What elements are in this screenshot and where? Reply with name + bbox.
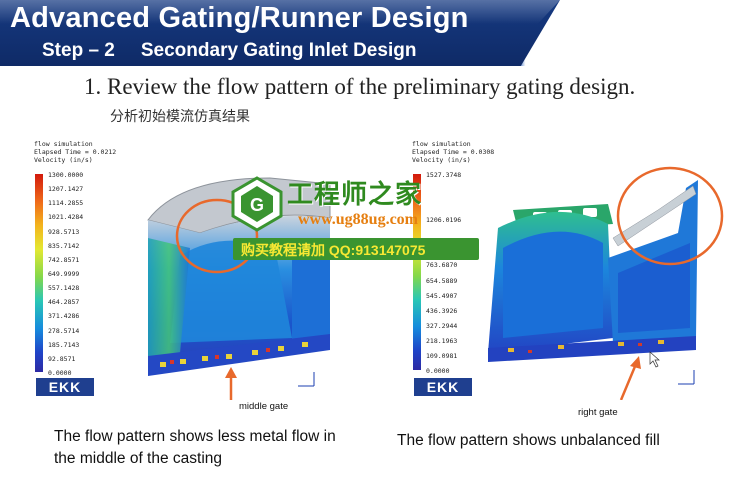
left-gate-label: middle gate	[239, 401, 289, 412]
colorbar-tick-label: 436.3926	[426, 306, 458, 315]
left-units: Velocity (in/s)	[34, 156, 93, 164]
left-casting-render	[147, 177, 331, 400]
colorbar-tick-label: 763.6870	[426, 261, 458, 270]
left-colorbar	[35, 174, 43, 372]
watermark-logo-icon: G	[231, 176, 283, 232]
bullet-point: 1. Review the flow pattern of the prelim…	[84, 74, 636, 99]
right-units: Velocity (in/s)	[412, 156, 471, 164]
colorbar-tick-label: 1527.3748	[426, 171, 462, 179]
watermark-title: 工程师之家	[287, 179, 423, 209]
right-elapsed-time: Elapsed Time = 0.0308	[412, 148, 495, 156]
subtitle-text: Secondary Gating Inlet Design	[140, 40, 417, 61]
colorbar-tick-label: 742.8571	[48, 255, 80, 264]
watermark-banner: 购买教程请加 QQ:913147075	[233, 238, 479, 260]
right-legend-header: flow simulation Elapsed Time = 0.0308 Ve…	[412, 140, 494, 164]
colorbar-tick-label: 1021.4284	[48, 213, 84, 222]
colorbar-tick-label: 1114.2855	[48, 199, 84, 208]
svg-text:G: G	[250, 195, 264, 215]
colorbar-tick-label: 185.7143	[48, 340, 80, 349]
colorbar-tick-label: 218.1963	[426, 336, 458, 345]
banner-shape	[0, 0, 560, 66]
right-simulation-panel: flow simulation Elapsed Time = 0.0308 Ve…	[408, 138, 728, 400]
left-ekk-logo: EKK	[36, 378, 94, 396]
colorbar-tick-label: 109.0981	[426, 351, 458, 360]
colorbar-tick-label: 835.7142	[48, 241, 80, 250]
colorbar-tick-label: 464.2857	[48, 298, 80, 307]
right-colorbar	[413, 174, 421, 370]
colorbar-tick-label: 545.4907	[426, 291, 458, 300]
colorbar-tick-label: 1207.1427	[48, 185, 84, 194]
left-sim-label: flow simulation	[34, 140, 93, 148]
colorbar-tick-label: 928.5713	[48, 227, 80, 236]
left-simulation-panel: flow simulation Elapsed Time = 0.0212 Ve…	[30, 138, 360, 400]
colorbar-tick-label: 649.9999	[48, 270, 80, 278]
slide-subtitle: Step – 2 Secondary Gating Inlet Design	[42, 40, 416, 62]
colorbar-tick-label: 327.2944	[426, 321, 458, 330]
step-label: Step – 2	[42, 40, 115, 61]
left-elapsed-time: Elapsed Time = 0.0212	[34, 148, 117, 156]
colorbar-tick-label: 557.1428	[48, 284, 80, 293]
colorbar-tick-label: 1300.0000	[48, 171, 84, 179]
colorbar-tick-label: 0.0000	[48, 369, 72, 377]
watermark-banner-text: 购买教程请加 QQ:913147075	[241, 242, 426, 258]
colorbar-tick-label: 1206.0196	[426, 216, 462, 225]
right-sim-label: flow simulation	[412, 140, 471, 148]
left-legend-header: flow simulation Elapsed Time = 0.0212 Ve…	[34, 140, 116, 164]
banner-shine	[0, 0, 560, 24]
slide-title: Advanced Gating/Runner Design	[10, 2, 469, 34]
colorbar-tick-label: 92.8571	[48, 354, 76, 363]
header-banner: Advanced Gating/Runner Design Step – 2 Se…	[0, 0, 740, 66]
colorbar-tick-label: 371.4286	[48, 312, 80, 321]
colorbar-tick-label: 278.5714	[48, 326, 80, 335]
watermark-url: www.ug88ug.com	[298, 211, 419, 228]
colorbar-tick-label: 0.0000	[426, 367, 450, 375]
right-caption: The flow pattern shows unbalanced fill	[397, 432, 660, 449]
right-casting-render	[488, 166, 724, 400]
right-gate-label: right gate	[578, 407, 618, 418]
colorbar-tick-label: 654.5889	[426, 276, 458, 285]
bullet-point-chinese: 分析初始模流仿真结果	[110, 108, 250, 124]
left-caption: The flow pattern shows less metal flow i…	[54, 428, 336, 467]
right-ekk-logo: EKK	[414, 378, 472, 396]
